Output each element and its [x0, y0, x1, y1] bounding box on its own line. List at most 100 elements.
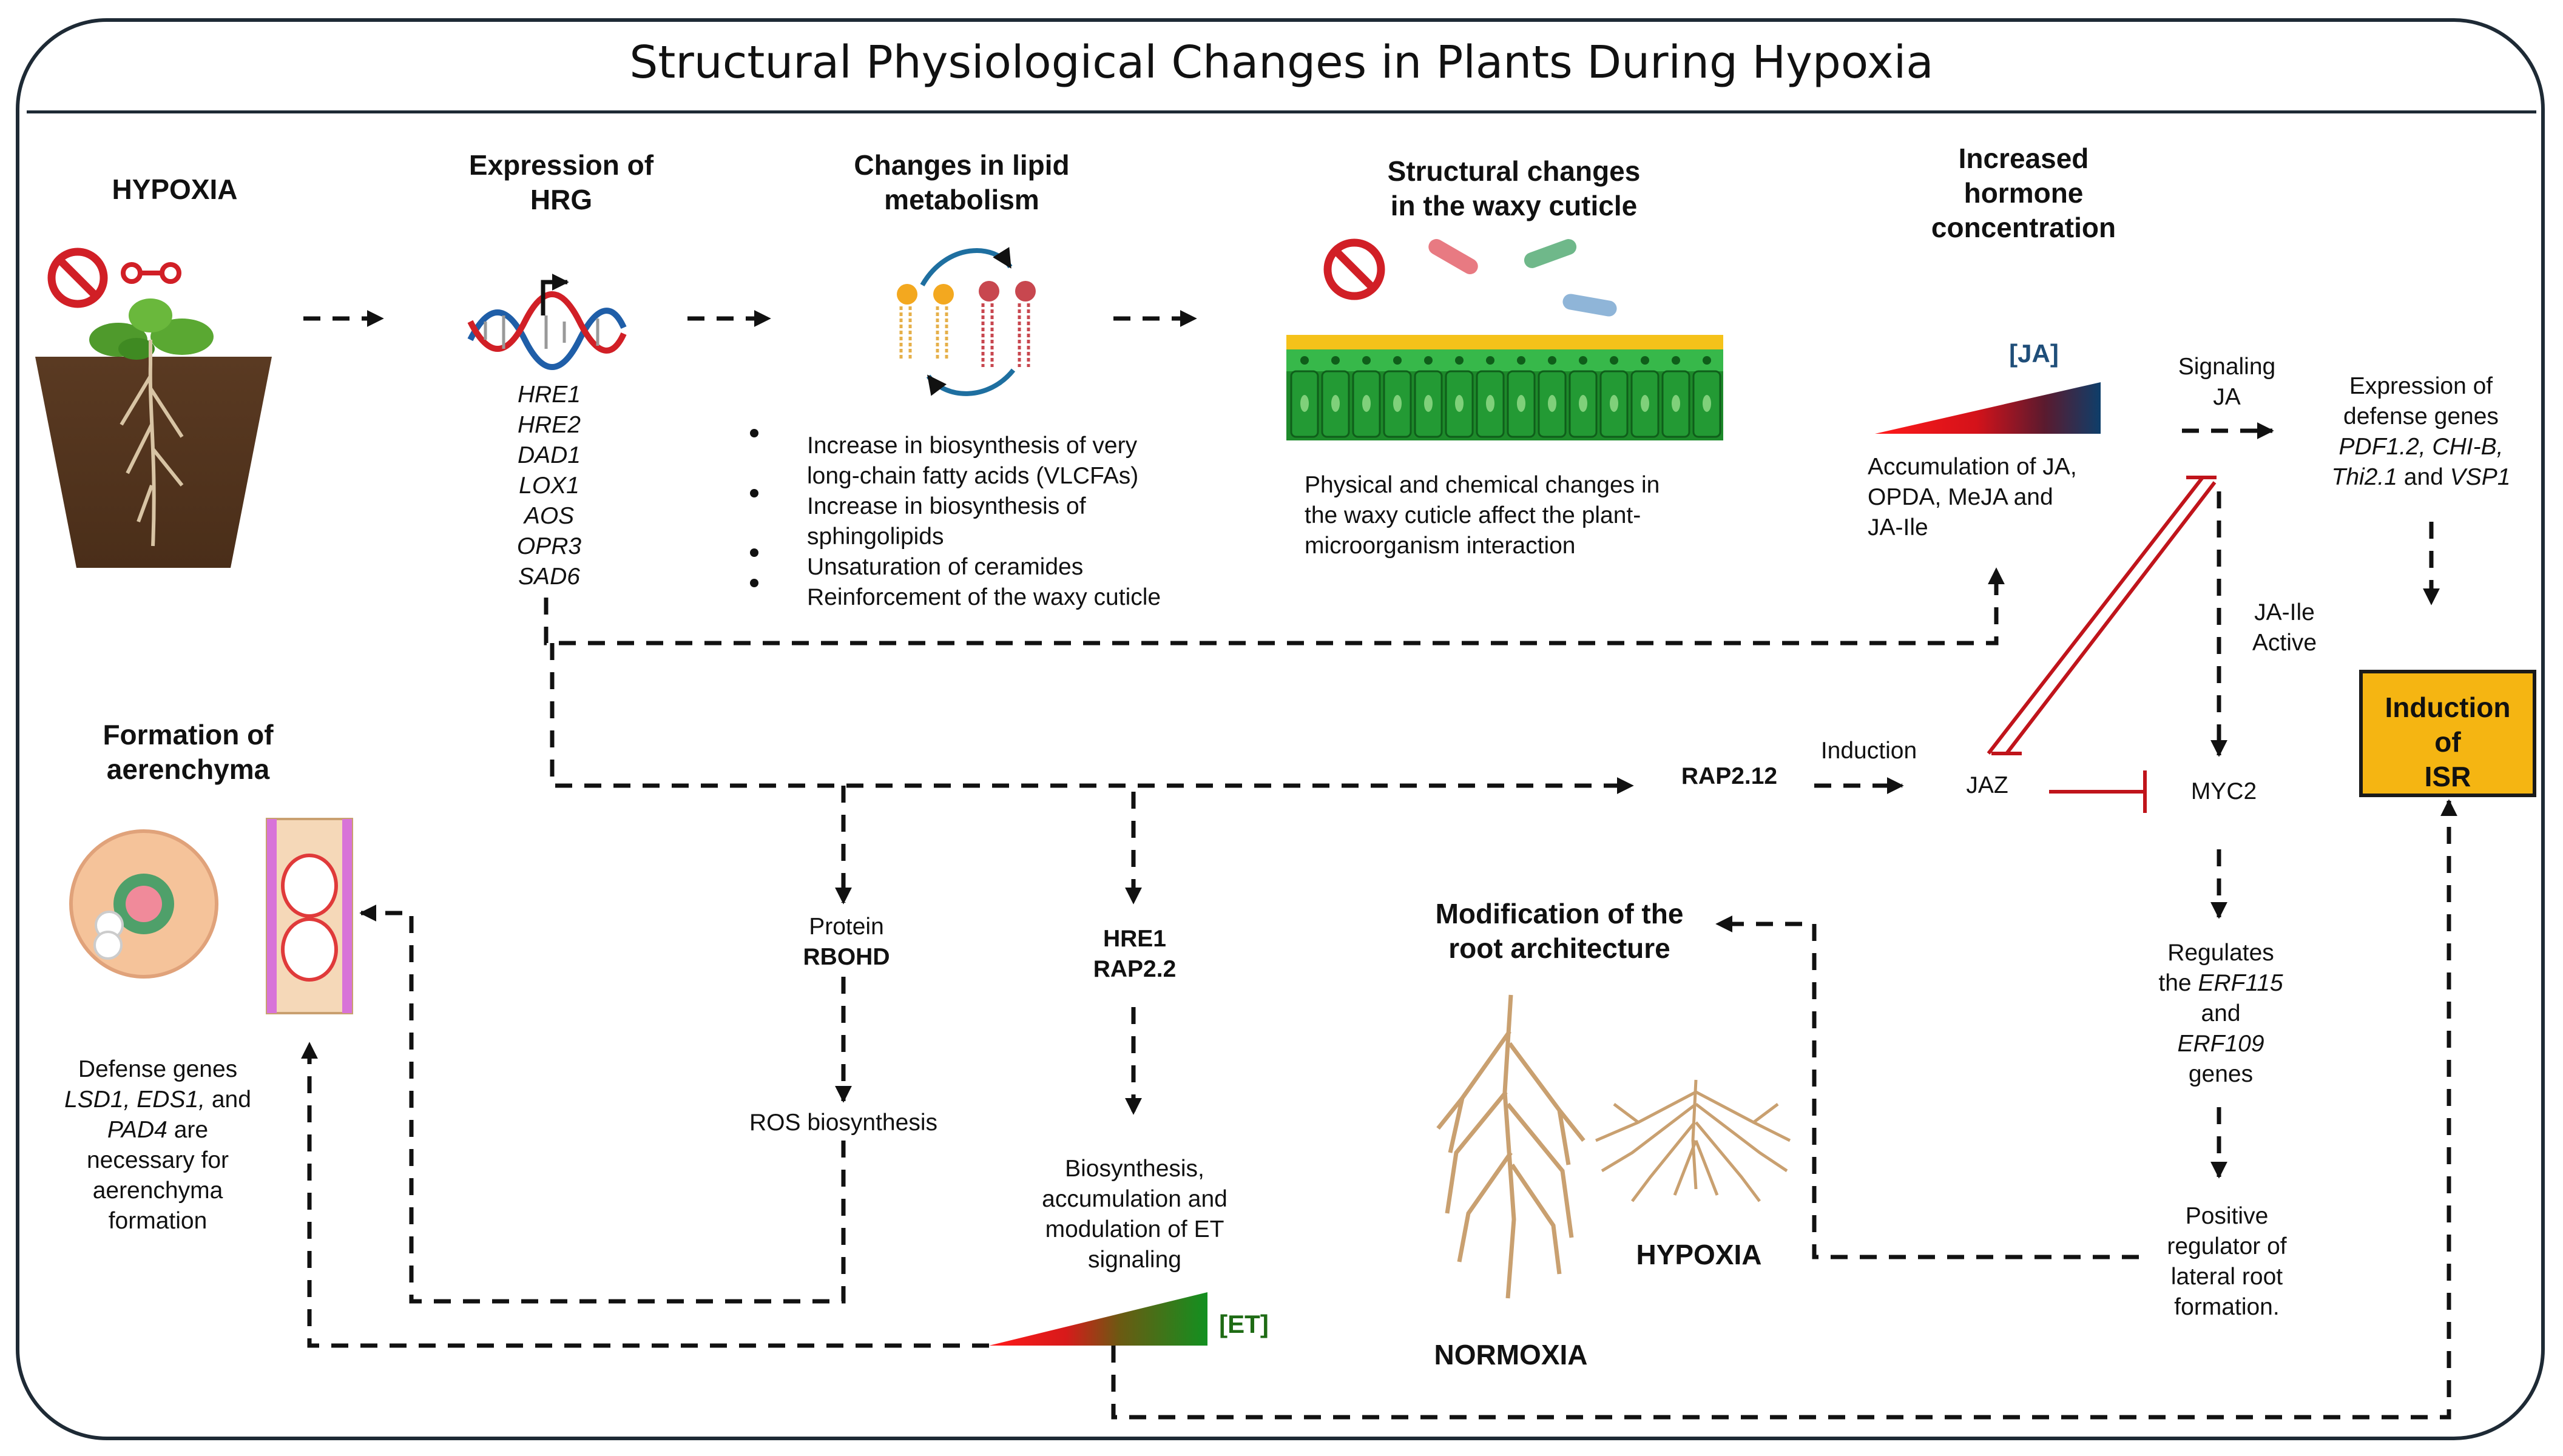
diagram-frame — [16, 18, 2545, 1440]
cuticle-heading-line: in the waxy cuticle — [1390, 190, 1638, 221]
gene-name: LOX1 — [519, 473, 579, 499]
et-text-line: modulation of ET — [1045, 1216, 1224, 1242]
hrg-heading-line: HRG — [530, 184, 593, 215]
aerenchyma-defense-genes: Defense genes LSD1, EDS1, and PAD4 are n… — [36, 1054, 279, 1236]
lipid-heading-line: Changes in lipid — [854, 149, 1070, 181]
epidermal-cell-dot — [1455, 356, 1464, 365]
hre1-rap22-line: RAP2.2 — [1093, 956, 1177, 982]
root-architecture-heading-line: Modification of the — [1435, 898, 1684, 929]
signaling-ja-line: Signaling — [2178, 354, 2276, 380]
bullet-dot — [750, 579, 758, 587]
cell-nucleus — [1486, 395, 1494, 412]
epidermal-cell-dot — [1300, 356, 1309, 365]
aerenchyma-illustration — [69, 818, 353, 1014]
hrg-heading-line: Expression of — [468, 149, 654, 181]
protein-rbohd-label: Protein RBOHD — [780, 912, 913, 972]
aerenchyma-text-line: LSD1, EDS1, and — [36, 1085, 279, 1115]
signaling-ja-label: Signaling JA — [2142, 352, 2312, 413]
aerenchyma-heading-line: Formation of — [103, 719, 274, 750]
isr-line: of — [2434, 726, 2461, 758]
defense-expression-line: Expression of — [2349, 373, 2493, 399]
rap212-label: RAP2.12 — [1681, 763, 1778, 789]
hormone-heading-line: concentration — [1931, 212, 2116, 243]
lipid-heading: Changes in lipid metabolism — [810, 148, 1113, 217]
ja-ile-active-label: JA-Ile Active — [2239, 598, 2330, 658]
hrg-gene-list: HRE1 HRE2 DAD1 LOX1 AOS OPR3 SAD6 — [485, 380, 613, 592]
flow-connectors — [301, 310, 2457, 1420]
erf-line: Regulates — [2167, 940, 2274, 966]
aerenchyma-text-line: Defense genes — [78, 1056, 238, 1082]
gene-name: Thi2.1 — [2331, 464, 2397, 490]
diagram-title: Structural Physiological Changes in Plan… — [629, 36, 1934, 89]
isr-line: ISR — [2424, 761, 2471, 792]
cell-nucleus — [1424, 395, 1433, 412]
gene-name: HRE1 — [517, 382, 581, 408]
root-architecture-heading: Modification of the root architecture — [1396, 897, 1723, 966]
hormone-description-line: JA-Ile — [1868, 514, 1928, 541]
connector-text: and — [205, 1087, 251, 1113]
lateral-root-line: Positive — [2185, 1203, 2269, 1229]
connector-text: the — [2158, 970, 2198, 996]
myc2-label: MYC2 — [2190, 778, 2257, 804]
lipid-bullet-line: Reinforcement of the waxy cuticle — [807, 584, 1161, 610]
hormone-description-line: Accumulation of JA, — [1868, 454, 2077, 480]
gene-name: HRE2 — [517, 412, 581, 438]
lateral-root-text: Positive regulator of lateral root forma… — [2130, 1201, 2324, 1323]
defense-genes-expression: Expression of defense genes PDF1.2, CHI-… — [2294, 371, 2548, 493]
erf-line: and — [2201, 1000, 2241, 1026]
cell-nucleus — [1331, 395, 1340, 412]
hormone-description: Accumulation of JA, OPDA, MeJA and JA-Il… — [1868, 452, 2110, 543]
hre1-rap22-label: HRE1 RAP2.2 — [1074, 924, 1195, 985]
induction-label: Induction — [1820, 738, 1917, 764]
inhibition-lines — [1987, 476, 2217, 813]
gene-name: DAD1 — [517, 442, 581, 468]
hre1-rap22-line: HRE1 — [1103, 926, 1167, 952]
epidermal-cell-dot — [1703, 356, 1711, 365]
cuticle-description-line: the waxy cuticle affect the plant- — [1305, 502, 1641, 528]
cell-nucleus — [1703, 395, 1711, 412]
gene-name: ERF115 — [2198, 970, 2283, 996]
hypoxia-heading: HYPOXIA — [112, 174, 238, 205]
dna-illustration — [467, 274, 627, 370]
bullet-dot — [750, 429, 758, 437]
cell-nucleus — [1672, 395, 1680, 412]
isr-line: Induction — [2385, 692, 2511, 723]
et-text-line: accumulation and — [1042, 1186, 1227, 1212]
hrg-heading: Expression of HRG — [425, 148, 698, 217]
cuticle-heading-line: Structural changes — [1387, 155, 1641, 187]
gene-name: PAD4 — [107, 1117, 167, 1143]
ja-ile-active-line: Active — [2252, 630, 2317, 656]
aerenchyma-text-line: formation — [108, 1208, 208, 1234]
gene-name: OPR3 — [516, 533, 582, 559]
lipid-illustration — [897, 247, 1036, 396]
cell-nucleus — [1517, 395, 1525, 412]
cell-nucleus — [1393, 395, 1402, 412]
bullet-dot — [750, 548, 758, 557]
cuticle-cells — [1290, 356, 1721, 438]
epidermal-cell-dot — [1486, 356, 1494, 365]
lipid-bullet-list: Increase in biosynthesis of very long-ch… — [807, 431, 1244, 613]
hormone-heading-line: hormone — [1964, 177, 2084, 209]
et-gradient-triangle — [989, 1292, 1207, 1346]
cuticle-description-line: microorganism interaction — [1305, 533, 1576, 559]
hypoxia-root-illustration — [1595, 1079, 1791, 1202]
cell-nucleus — [1300, 395, 1309, 412]
gene-name: LSD1, EDS1, — [64, 1087, 206, 1113]
erf-line: the ERF115 — [2130, 968, 2312, 999]
epidermal-cell-dot — [1579, 356, 1587, 365]
gene-name: AOS — [524, 503, 575, 529]
defense-expression-line: PDF1.2, CHI-B, — [2338, 434, 2504, 460]
root-architecture-heading-line: root architecture — [1448, 932, 1670, 964]
aerenchyma-text-line: necessary for — [86, 1147, 229, 1173]
ja-gradient-triangle — [1875, 382, 2101, 434]
rbohd-line: RBOHD — [803, 944, 890, 970]
rbohd-line: Protein — [809, 914, 884, 940]
ja-concentration-label: [JA] — [2009, 339, 2059, 368]
epidermal-cell-dot — [1641, 356, 1649, 365]
et-signaling-text: Biosynthesis, accumulation and modulatio… — [1007, 1154, 1262, 1275]
defense-expression-line: Thi2.1 and VSP1 — [2294, 462, 2548, 493]
plant-pot-illustration — [35, 248, 272, 568]
cell-nucleus — [1455, 395, 1464, 412]
aerenchyma-text-line: PAD4 are — [36, 1115, 279, 1145]
